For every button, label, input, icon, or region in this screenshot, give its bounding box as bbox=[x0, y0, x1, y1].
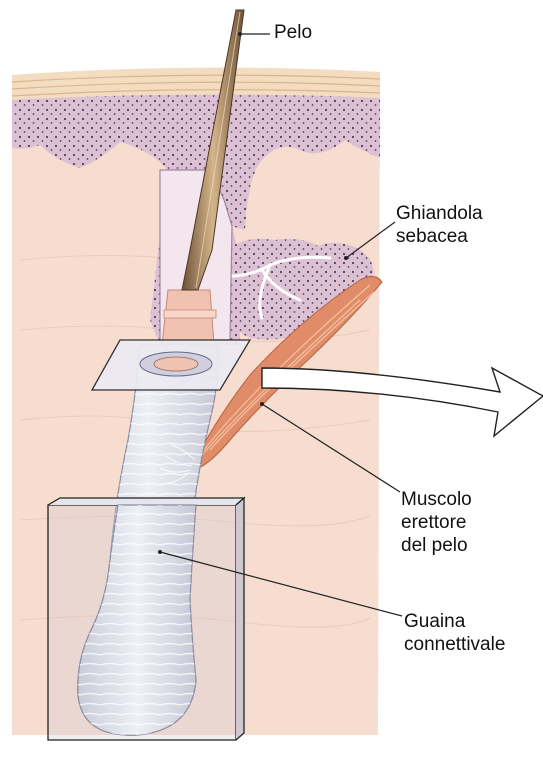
label-muscolo-erettore: Muscolo erettore del pelo bbox=[401, 488, 472, 557]
label-muscolo-line-1: Muscolo bbox=[401, 488, 472, 511]
label-guaina-connettivale: Guaina connettivale bbox=[404, 610, 505, 656]
label-pelo-line: Pelo bbox=[274, 21, 312, 44]
label-muscolo-line-2: erettore bbox=[401, 511, 472, 534]
label-ghiandola-line-2: sebacea bbox=[396, 225, 483, 248]
label-guaina-line-2: connettivale bbox=[404, 633, 505, 656]
label-pelo: Pelo bbox=[274, 21, 312, 44]
label-guaina-line-1: Guaina bbox=[404, 610, 505, 633]
label-ghiandola-sebacea: Ghiandola sebacea bbox=[396, 202, 483, 248]
label-muscolo-line-3: del pelo bbox=[401, 534, 472, 557]
label-ghiandola-line-1: Ghiandola bbox=[396, 202, 483, 225]
